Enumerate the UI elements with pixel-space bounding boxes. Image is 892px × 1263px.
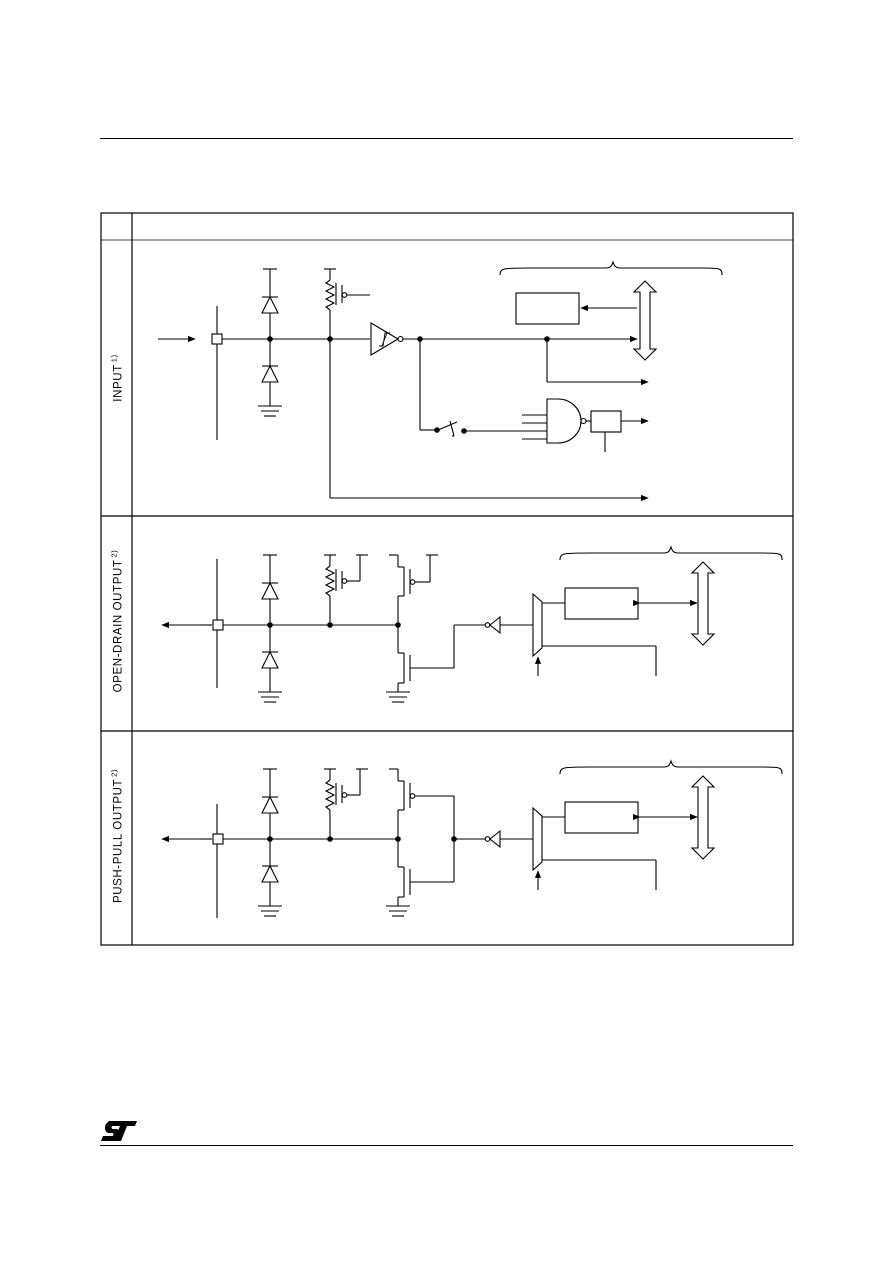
table-frame — [100, 212, 794, 946]
switch-icon — [437, 420, 458, 437]
transistor-icon — [389, 768, 455, 882]
ground-icon — [386, 905, 410, 917]
transistor-icon — [335, 554, 368, 591]
latch-box — [590, 410, 622, 433]
transistor-icon — [389, 554, 438, 625]
schmitt-trigger-icon — [370, 322, 404, 356]
pad-icon — [211, 333, 223, 345]
multiplexer-icon — [532, 806, 543, 872]
transistor-icon — [397, 839, 454, 906]
data-register-box — [515, 292, 580, 325]
resistor-icon — [324, 768, 336, 839]
diode-icon — [261, 554, 279, 692]
bus-arrow-icon — [690, 775, 716, 860]
row-label-input: INPUT1) — [109, 354, 125, 402]
multiplexer-icon — [532, 592, 543, 658]
ground-icon — [386, 691, 410, 703]
open-drain-circuit — [161, 545, 783, 703]
header-rule — [100, 138, 793, 139]
brace-icon — [559, 759, 783, 775]
row-label-push-pull: PUSH-PULL OUTPUT2) — [109, 768, 125, 904]
input-circuit — [158, 260, 723, 502]
nand-gate-icon — [522, 398, 587, 444]
resistor-icon — [324, 268, 336, 339]
push-pull-circuit — [161, 759, 783, 918]
transistor-icon — [397, 625, 455, 692]
diode-icon — [261, 768, 279, 906]
footer-rule — [100, 1145, 793, 1146]
transistor-icon — [335, 768, 368, 805]
brace-icon — [499, 260, 723, 276]
data-register-box — [564, 801, 639, 834]
pad-icon — [212, 833, 224, 845]
brace-icon — [559, 545, 783, 561]
inverter-icon — [484, 615, 501, 635]
ground-icon — [258, 905, 282, 917]
ground-icon — [258, 691, 282, 703]
ground-icon — [258, 405, 282, 417]
transistor-icon — [335, 283, 370, 305]
bus-arrow-icon — [632, 280, 658, 361]
resistor-icon — [324, 554, 336, 625]
bus-arrow-icon — [690, 561, 716, 646]
data-register-box — [564, 587, 639, 620]
inverter-icon — [484, 829, 501, 849]
st-logo-icon: ST — [101, 1121, 137, 1141]
row-label-open-drain: OPEN-DRAIN OUTPUT2) — [109, 549, 125, 693]
pad-icon — [212, 619, 224, 631]
